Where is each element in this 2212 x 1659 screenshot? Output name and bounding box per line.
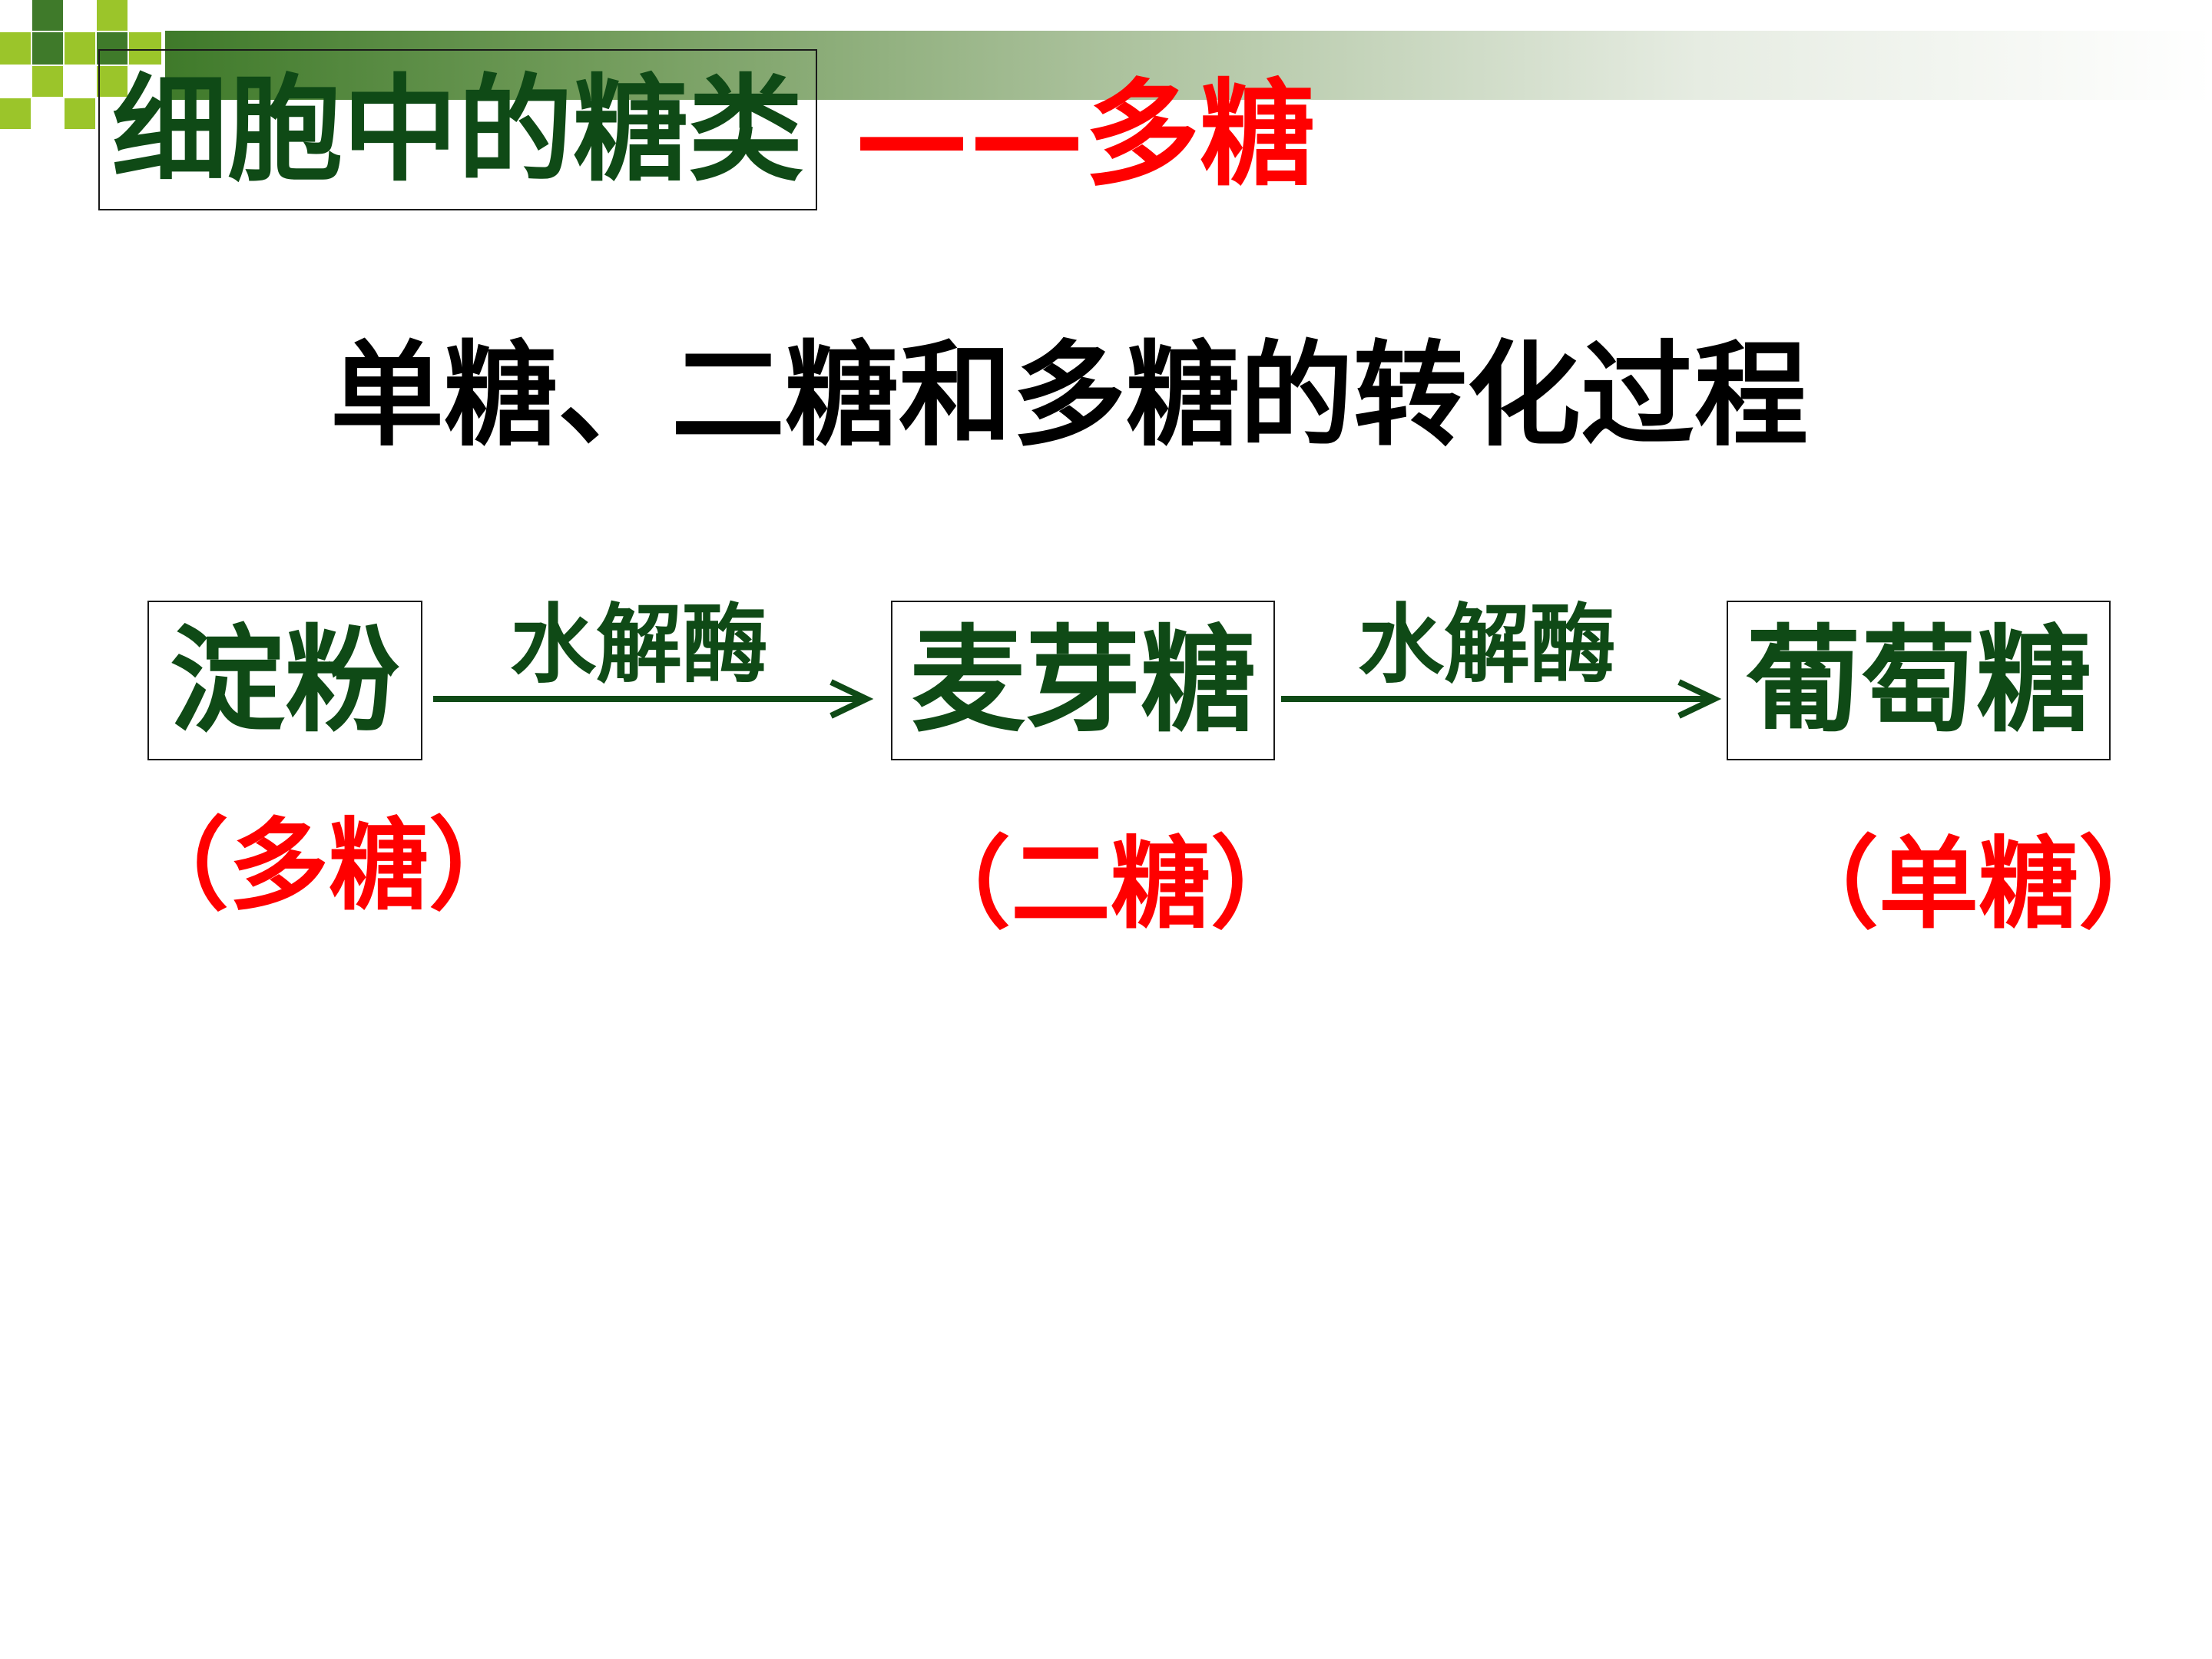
arrow-right-icon	[433, 679, 874, 719]
node-label: 淀粉	[169, 613, 400, 748]
node-starch: 淀粉	[147, 601, 422, 760]
node-glucose: 葡萄糖	[1727, 601, 2111, 760]
title-suffix: ——多糖	[854, 67, 1316, 202]
page-title: 细胞中的糖类	[111, 62, 803, 197]
node-label: 麦芽糖	[909, 613, 1256, 748]
arrow-label: 水解酶	[1358, 594, 1616, 695]
type-label-polysaccharide: （多糖）	[129, 806, 529, 924]
type-label-disaccharide: （二糖）	[911, 825, 1311, 942]
title-box: 细胞中的糖类	[98, 49, 817, 210]
type-label-monosaccharide: （单糖）	[1779, 825, 2179, 942]
arrow-label: 水解酶	[510, 594, 768, 695]
node-label: 葡萄糖	[1745, 613, 2091, 748]
header-gradient-band	[165, 31, 2212, 100]
section-heading: 单糖、二糖和多糖的转化过程	[330, 328, 1808, 462]
node-maltose: 麦芽糖	[891, 601, 1275, 760]
arrow-right-icon	[1281, 679, 1722, 719]
